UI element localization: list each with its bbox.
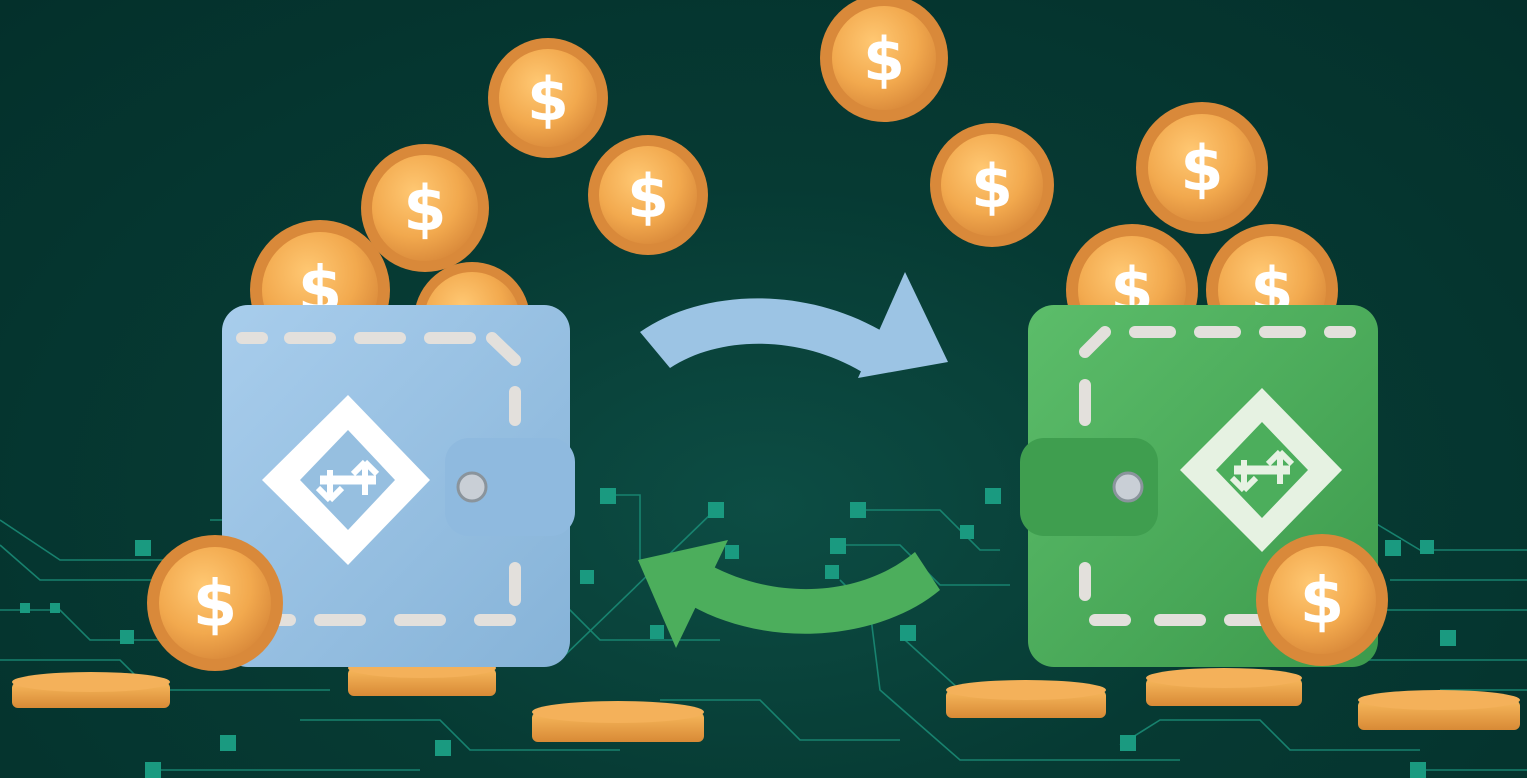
svg-text:$: $ bbox=[1180, 132, 1223, 205]
wallet-icon-blue bbox=[222, 305, 575, 667]
dollar-coin-icon: $ bbox=[930, 123, 1054, 247]
coin-stack-1 bbox=[12, 672, 170, 708]
dollar-coin-icon: $ bbox=[1256, 534, 1388, 666]
curved-arrow-icon-blue bbox=[640, 272, 948, 378]
svg-text:$: $ bbox=[971, 152, 1013, 222]
svg-text:$: $ bbox=[1300, 565, 1345, 639]
svg-text:$: $ bbox=[527, 65, 569, 135]
dollar-coin-icon: $ bbox=[147, 535, 283, 671]
dollar-coin-icon: $ bbox=[488, 38, 608, 158]
coin-stack-5 bbox=[1146, 668, 1302, 706]
svg-text:$: $ bbox=[863, 25, 905, 95]
exchange-diamond-logo-icon bbox=[1180, 388, 1342, 552]
circuit-nodes bbox=[20, 488, 1456, 778]
dollar-coin-icon: $ bbox=[361, 144, 489, 272]
svg-text:$: $ bbox=[627, 162, 669, 232]
dollar-coin-icon: $ bbox=[820, 0, 948, 122]
svg-text:$: $ bbox=[403, 172, 446, 245]
coin-stack-6 bbox=[1358, 690, 1520, 730]
svg-text:$: $ bbox=[193, 568, 238, 642]
coin-stack-4 bbox=[946, 680, 1106, 718]
exchange-diamond-logo-icon bbox=[262, 395, 430, 565]
dollar-coin-icon: $ bbox=[588, 135, 708, 255]
curved-arrow-icon-green bbox=[638, 540, 940, 648]
dollar-coin-icon: $ bbox=[1136, 102, 1268, 234]
coin-stack-3 bbox=[532, 701, 704, 742]
